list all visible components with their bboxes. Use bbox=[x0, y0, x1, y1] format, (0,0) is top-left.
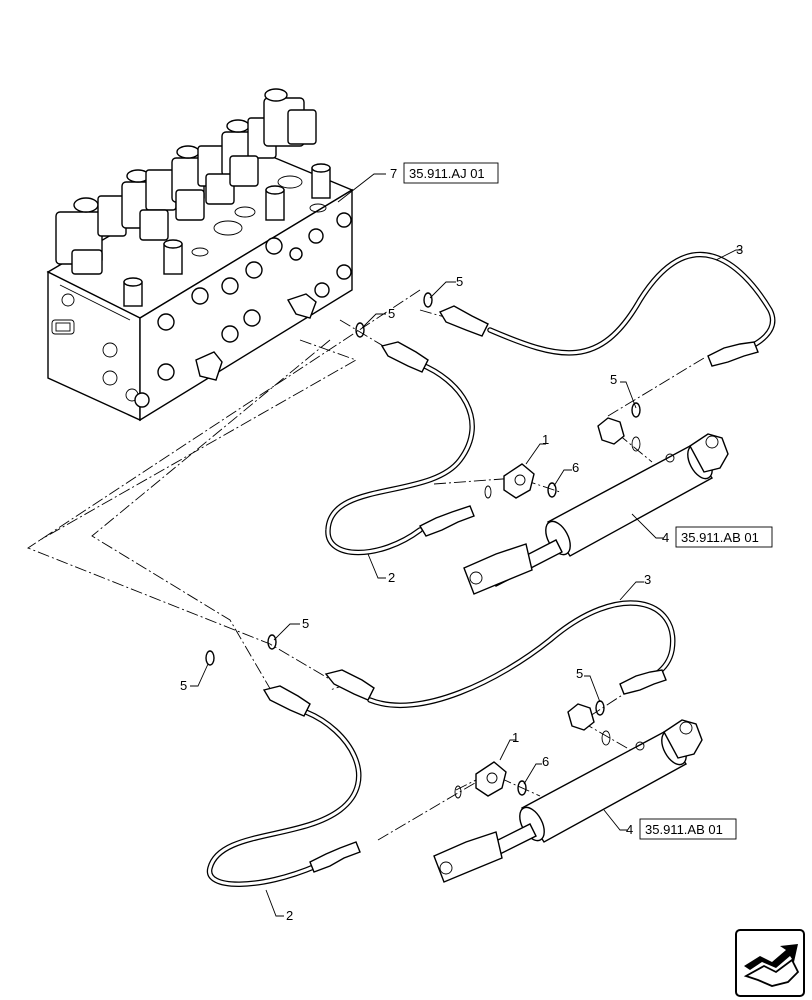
cylinder-lower bbox=[433, 719, 703, 883]
next-page-arrow-icon[interactable] bbox=[735, 929, 805, 997]
adapter-lower bbox=[567, 703, 611, 746]
ref-box-4-lower bbox=[639, 818, 737, 840]
block-fittings bbox=[134, 212, 352, 408]
o-rings-5-upper bbox=[355, 292, 641, 418]
callout-2-upper: 2 bbox=[388, 570, 395, 585]
adapter-upper bbox=[597, 417, 641, 452]
callout-7: 7 bbox=[390, 166, 397, 181]
ref-box-7 bbox=[403, 162, 499, 184]
callout-6-upper: 6 bbox=[572, 460, 579, 475]
callout-1-lower: 1 bbox=[512, 730, 519, 745]
hose-3-upper bbox=[438, 251, 776, 367]
callout-4-upper: 4 bbox=[662, 530, 669, 545]
callout-labels: 7 35.911.AJ 01 3 5 5 5 1 6 4 35.911.AB 0… bbox=[180, 162, 773, 923]
callout-6-lower: 6 bbox=[542, 754, 549, 769]
callout-5-lower-a: 5 bbox=[302, 616, 309, 631]
ref-4-upper: 35.911.AB 01 bbox=[681, 530, 759, 545]
callout-5-lower-c: 5 bbox=[576, 666, 583, 681]
cylinder-upper bbox=[463, 433, 729, 595]
hose-3-lower bbox=[324, 600, 676, 709]
hose-2-lower bbox=[207, 685, 362, 887]
callout-5-upper-a: 5 bbox=[456, 274, 463, 289]
hose-2-upper bbox=[325, 341, 475, 556]
solenoid-coils bbox=[55, 88, 317, 275]
callout-5-upper-c: 5 bbox=[610, 372, 617, 387]
elbow-fitting-upper bbox=[484, 463, 535, 499]
valve-block bbox=[46, 88, 354, 422]
o-ring-6-upper bbox=[547, 482, 557, 498]
ref-box-4-upper bbox=[675, 526, 773, 548]
leader-lines bbox=[190, 173, 742, 917]
callout-3-upper: 3 bbox=[736, 242, 743, 257]
callout-1-upper: 1 bbox=[542, 432, 549, 447]
callout-3-lower: 3 bbox=[644, 572, 651, 587]
o-ring-6-lower bbox=[517, 780, 527, 796]
callout-5-lower-b: 5 bbox=[180, 678, 187, 693]
elbow-fitting-lower bbox=[454, 761, 507, 799]
callout-2-lower: 2 bbox=[286, 908, 293, 923]
callout-5-upper-b: 5 bbox=[388, 306, 395, 321]
ref-4-lower: 35.911.AB 01 bbox=[645, 822, 723, 837]
callout-4-lower: 4 bbox=[626, 822, 633, 837]
ref-7: 35.911.AJ 01 bbox=[409, 166, 485, 181]
